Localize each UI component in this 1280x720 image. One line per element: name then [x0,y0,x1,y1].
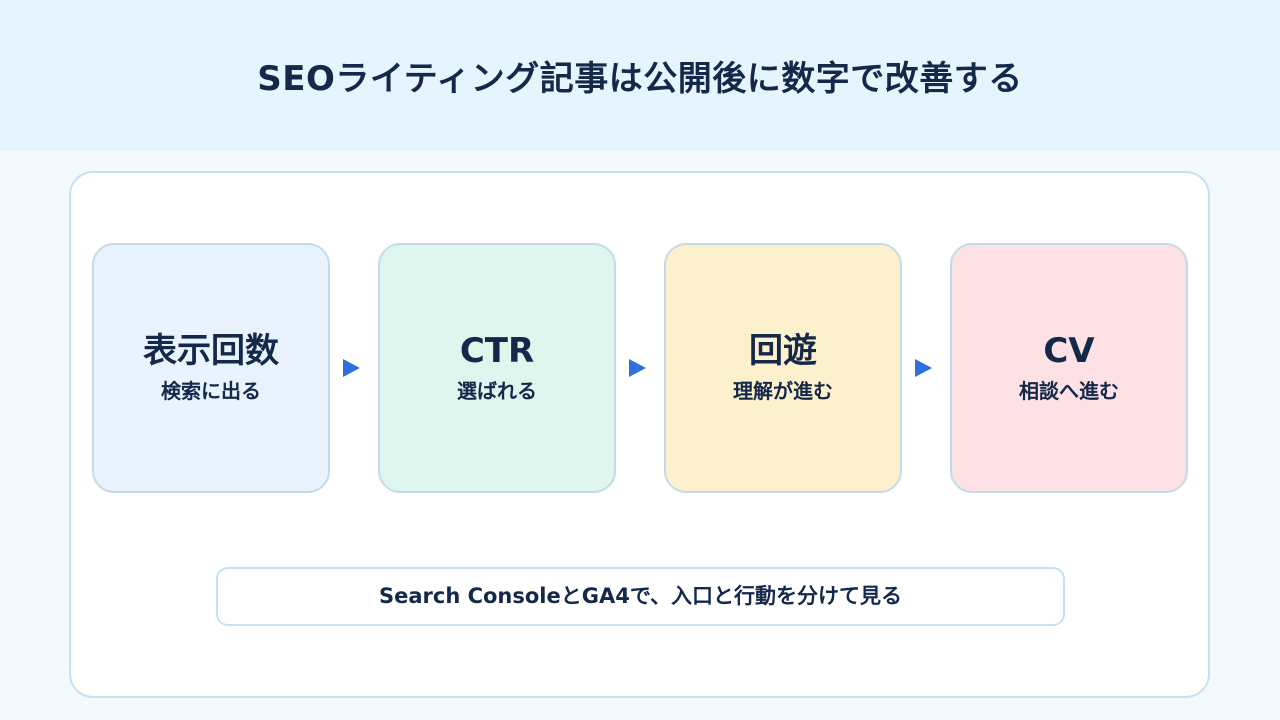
step-engagement: 回遊 理解が進む [664,243,902,493]
arrow-right-icon [629,359,646,377]
arrow-right-icon [343,359,360,377]
step-title: CV [1043,331,1095,371]
step-ctr: CTR 選ばれる [378,243,616,493]
step-subtitle: 相談へ進む [1019,379,1119,403]
step-title: CTR [459,331,535,371]
page-title: SEOライティング記事は公開後に数字で改善する [257,59,1023,99]
step-subtitle: 理解が進む [733,379,833,403]
step-subtitle: 選ばれる [457,379,537,403]
step-cv: CV 相談へ進む [950,243,1188,493]
step-impressions: 表示回数 検索に出る [92,243,330,493]
step-title: 回遊 [749,331,817,371]
step-title: 表示回数 [143,331,279,371]
footnote-box: Search ConsoleとGA4で、入口と行動を分けて見る [216,567,1065,626]
header-band [0,0,1280,151]
step-subtitle: 検索に出る [161,379,261,403]
arrow-right-icon [915,359,932,377]
